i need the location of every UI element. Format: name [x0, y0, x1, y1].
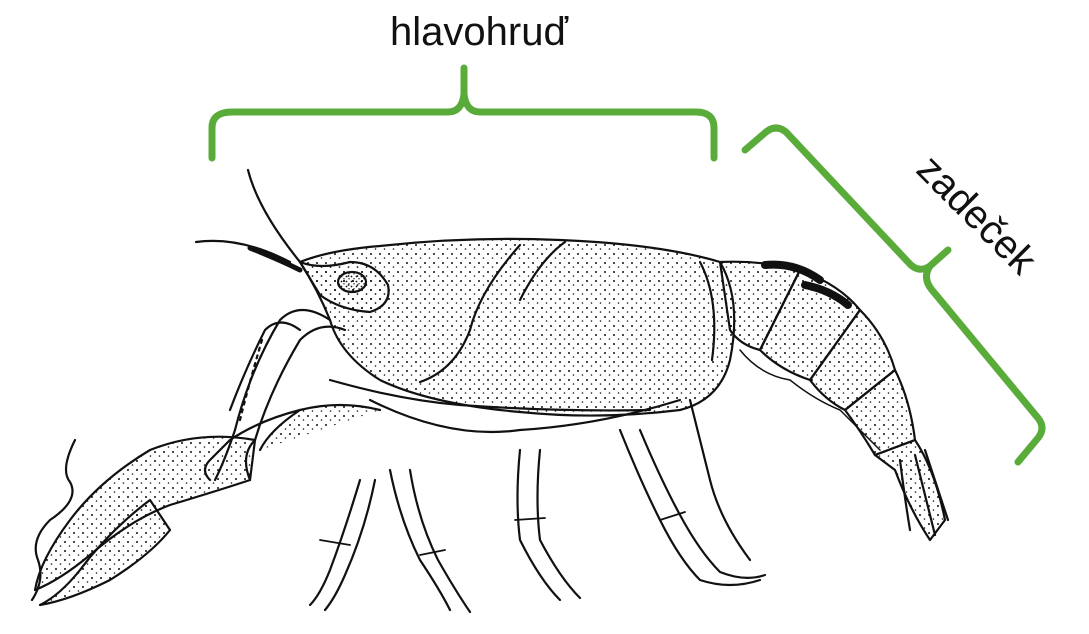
crayfish-icon	[32, 170, 948, 612]
cephalothorax-bracket	[212, 68, 714, 158]
cephalothorax-label: hlavohruď	[390, 12, 568, 52]
